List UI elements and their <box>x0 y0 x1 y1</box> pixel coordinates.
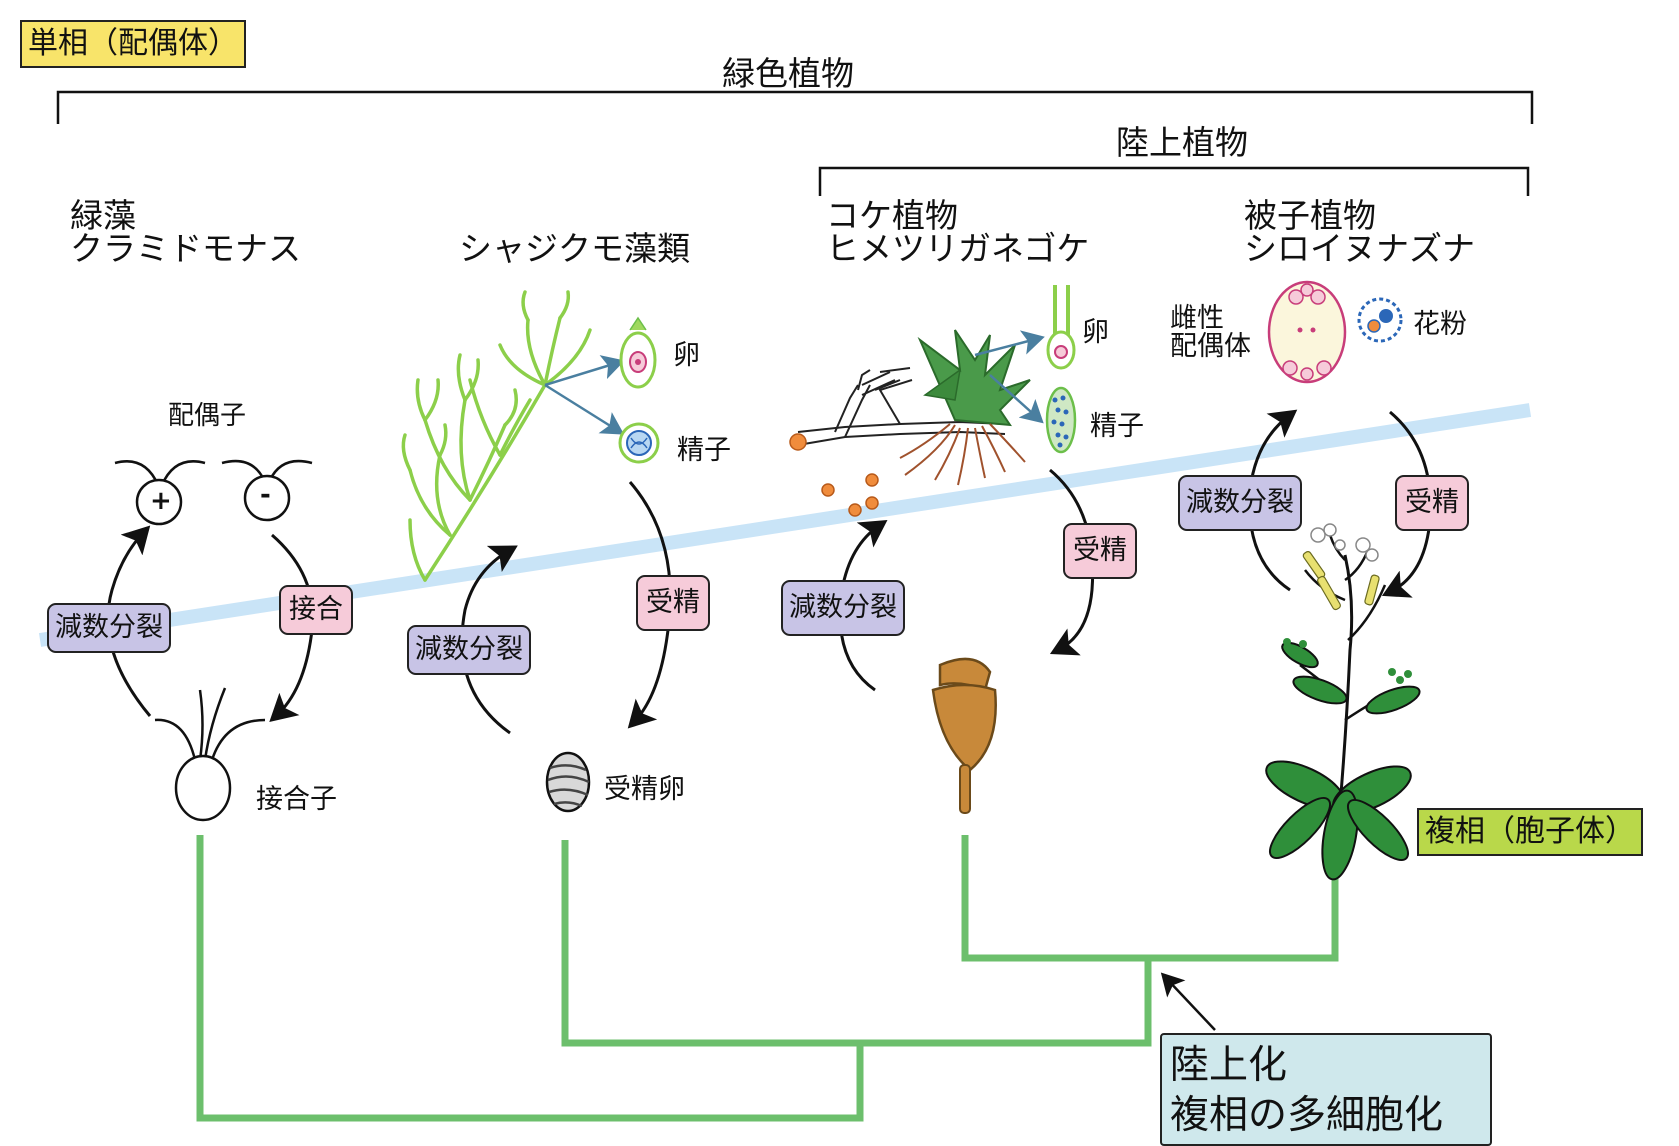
chara-egg-pointer <box>544 355 625 387</box>
moss-meiosis-box: 減数分裂 <box>781 580 905 636</box>
chara-sperm-label: 精子 <box>677 435 731 466</box>
angio-name-label: シロイヌナズナ <box>1244 229 1475 268</box>
callout-arrow <box>1160 972 1216 1031</box>
moss-protonema <box>797 367 1006 446</box>
chlamy-conjugation-box: 接合 <box>279 585 353 635</box>
callout-line-1: 陸上化 <box>1170 1043 1288 1088</box>
moss-sperm-label: 精子 <box>1090 411 1144 442</box>
chlamydomonas-plus-gamete <box>114 460 206 526</box>
chlamy-group-label: 緑藻 <box>70 196 136 235</box>
diploid-legend: 複相（胞子体） <box>1417 808 1643 856</box>
moss-spores <box>821 473 879 517</box>
moss-egg-pointer <box>974 330 1045 357</box>
arabidopsis-plant <box>1265 523 1421 881</box>
green-plants-bracket <box>56 90 1534 124</box>
chlamydomonas-minus-gamete <box>221 459 313 522</box>
moss-egg-label: 卵 <box>1082 317 1109 348</box>
phylogenetic-tree <box>196 835 1339 1122</box>
moss-archegonium <box>1046 285 1076 370</box>
chlamy-name-label: クラミドモナス <box>70 229 301 268</box>
embryo-sac <box>1267 280 1347 384</box>
pollen-label: 花粉 <box>1413 309 1467 340</box>
callout-line-2: 複相の多細胞化 <box>1170 1093 1444 1138</box>
fertilized-egg-label: 受精卵 <box>604 774 685 805</box>
chlamydomonas-zygote <box>154 687 266 822</box>
female-gametophyte-label: 雌性 配偶体 <box>1170 303 1251 363</box>
land-adaptation-callout: 陸上化 複相の多細胞化 <box>1160 1033 1492 1146</box>
haploid-legend: 単相（配偶体） <box>20 20 246 68</box>
moss-name-label: ヒメツリガネゴケ <box>826 229 1090 268</box>
chara-egg-cell <box>619 316 657 389</box>
minus-sign: - <box>260 480 271 510</box>
chlamy-meiosis-arrow <box>106 525 152 717</box>
chara-fertilization-box: 受精 <box>636 575 710 631</box>
angio-fertilization-box: 受精 <box>1395 475 1469 531</box>
chara-egg-label: 卵 <box>673 340 700 371</box>
angio-meiosis-box: 減数分裂 <box>1178 475 1302 531</box>
chara-thallus <box>401 290 592 582</box>
zygote-label: 接合子 <box>256 784 337 815</box>
land-plants-label: 陸上植物 <box>1116 123 1248 162</box>
moss-group-label: コケ植物 <box>826 196 958 235</box>
land-plants-bracket <box>818 166 1530 196</box>
chara-sperm-pointer <box>544 383 625 435</box>
moss-fertilization-arrow <box>1049 468 1095 656</box>
moss-rhizoids <box>899 423 1026 486</box>
pollen-grain <box>1357 297 1403 343</box>
plus-sign: + <box>150 486 172 516</box>
moss-antheridium <box>1045 386 1077 454</box>
angio-group-label: 被子植物 <box>1244 196 1376 235</box>
gamete-label: 配偶子 <box>168 401 247 431</box>
chara-antheridium <box>618 422 660 464</box>
chara-meiosis-arrow <box>460 545 518 735</box>
chlamy-meiosis-box: 減数分裂 <box>47 603 171 653</box>
moss-spore-germinating <box>789 433 807 451</box>
green-plants-label: 緑色植物 <box>722 54 854 93</box>
moss-sporophyte <box>931 657 997 814</box>
moss-fertilization-box: 受精 <box>1063 523 1137 579</box>
moss-sperm-pointer <box>989 374 1044 424</box>
chara-name-label: シャジクモ藻類 <box>459 229 690 268</box>
moss-gametophore <box>917 329 1031 427</box>
chara-zygote <box>545 751 591 813</box>
chara-meiosis-box: 減数分裂 <box>407 625 531 675</box>
